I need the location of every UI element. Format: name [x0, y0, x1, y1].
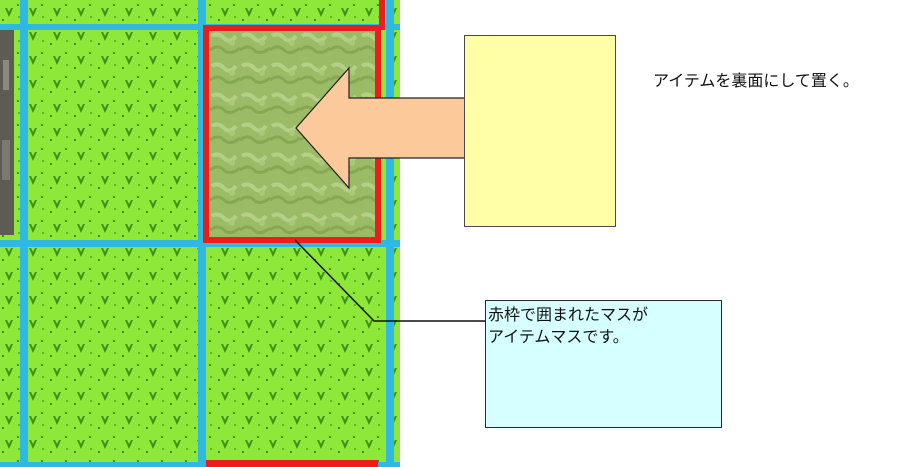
item-square-callout: 赤枠で囲まれたマスが アイテムマスです。 — [485, 300, 722, 428]
callout-leader-line — [294, 239, 485, 322]
item-square-top-edge — [379, 0, 385, 30]
face-down-item-card[interactable] — [464, 35, 616, 227]
callout-line-1: 赤枠で囲まれたマスが — [488, 305, 649, 324]
item-square-bottom-edge — [206, 460, 378, 467]
instruction-text: アイテムを裏面にして置く。 — [653, 71, 859, 90]
board-grid-lines — [0, 0, 400, 467]
callout-line-2: アイテムマスです。 — [488, 327, 629, 346]
